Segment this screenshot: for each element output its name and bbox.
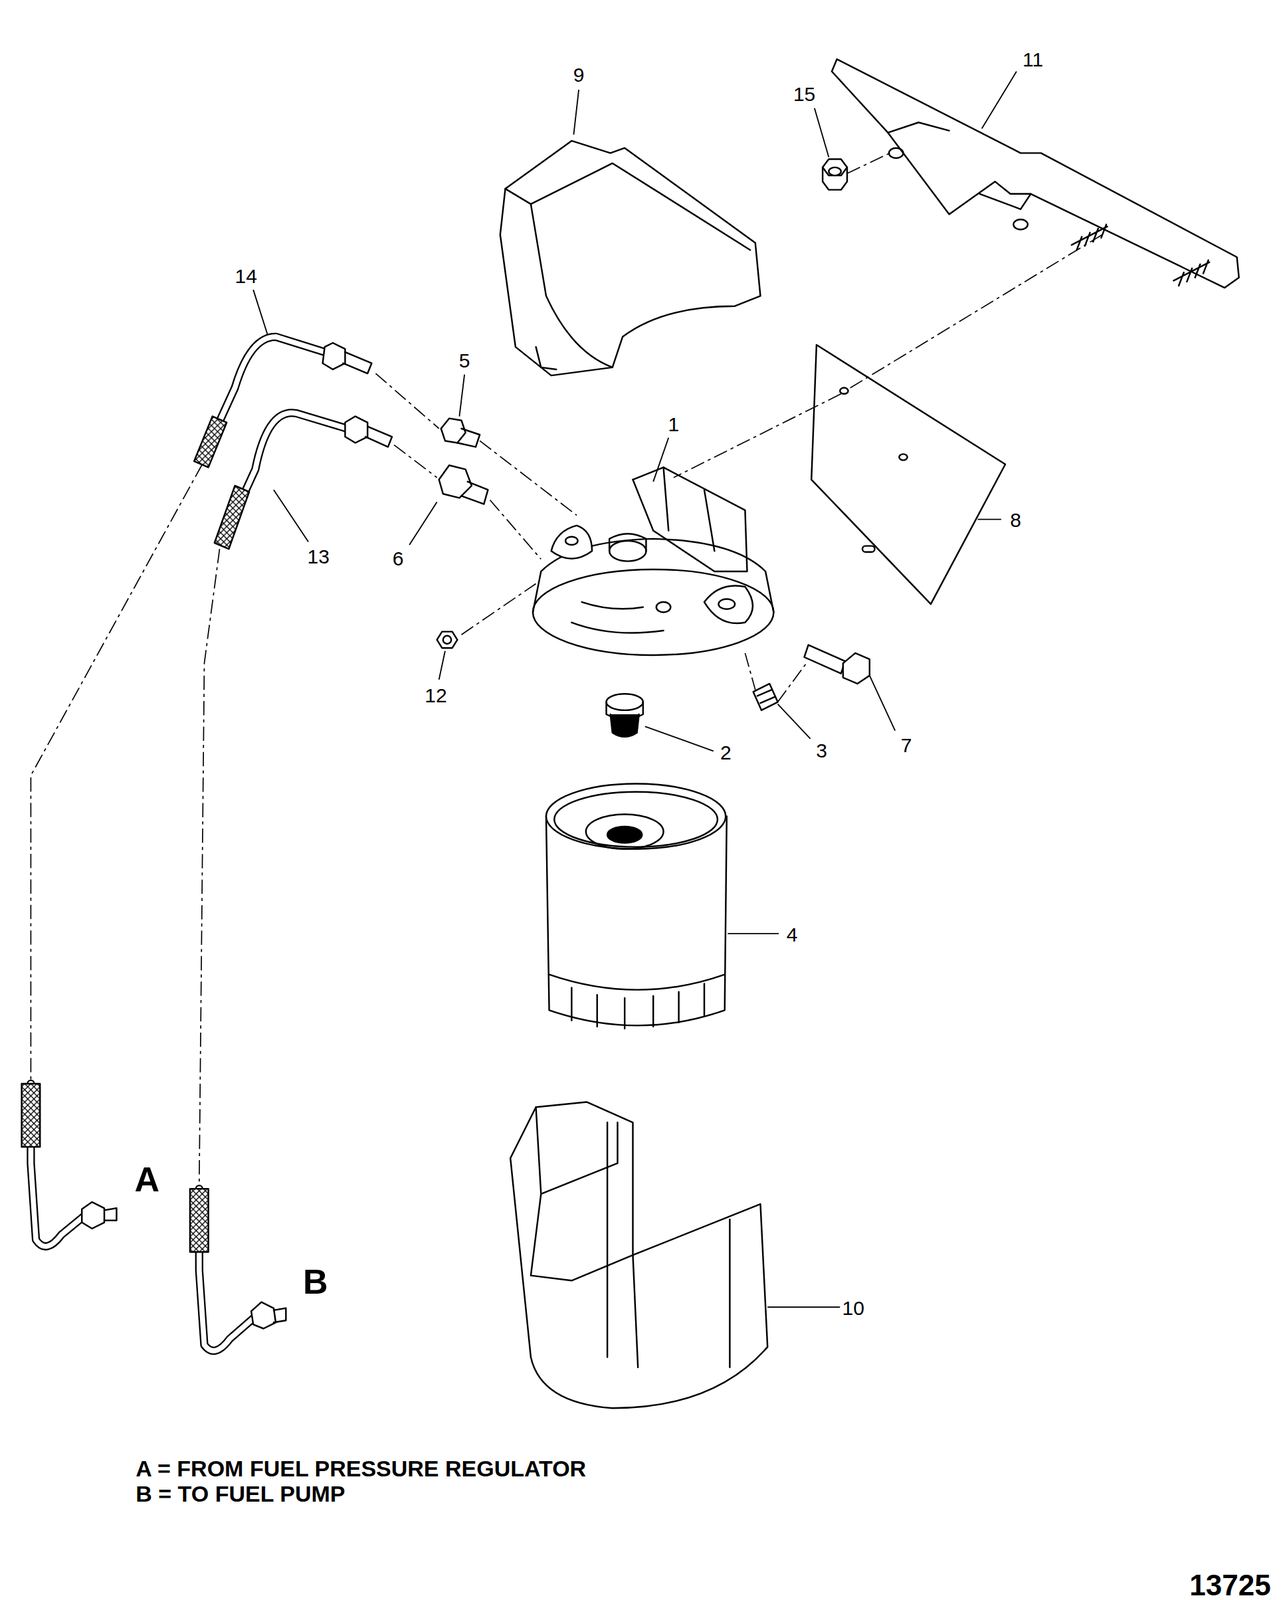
line-letter: B [302,1263,329,1301]
callout-number: 8 [1009,508,1022,531]
fuel-line [21,336,373,1247]
callout-number: 12 [424,684,447,707]
legend-note: B = TO FUEL PUMP [135,1481,345,1507]
callout-number: 6 [392,547,404,570]
callout-number: 7 [900,734,913,757]
leader-line [253,71,1017,1308]
drain-plug [606,693,644,737]
gasket-plate [811,344,1006,604]
mounting-bracket [831,59,1240,288]
fuel-line [190,412,393,1351]
callout-number: 14 [235,264,258,287]
callout-number: 5 [459,349,471,372]
callout-number: 10 [842,1296,865,1319]
lower-shield [510,1102,768,1409]
line-letter: A [134,1160,160,1199]
nut [822,159,848,191]
fitting [441,418,480,448]
callout-number: 2 [720,741,732,764]
legend-note: A = FROM FUEL PRESSURE REGULATOR [135,1456,587,1481]
plug [753,683,779,711]
upper-cover [500,140,761,376]
callout-number: 15 [793,83,816,105]
fitting [439,465,489,504]
callout-number: 4 [786,922,798,945]
callout-number: 3 [815,739,828,762]
nut [437,631,458,649]
center-line [30,152,1103,1184]
callout-number: 9 [573,63,585,86]
callout-number: 1 [668,412,680,435]
banjo-bolt [803,645,870,684]
filter-element [546,783,727,1029]
callout-number: 13 [307,545,330,568]
figure-number: 13725 [1189,1569,1271,1600]
filter-head [532,467,774,656]
callout-number: 11 [1022,48,1044,71]
